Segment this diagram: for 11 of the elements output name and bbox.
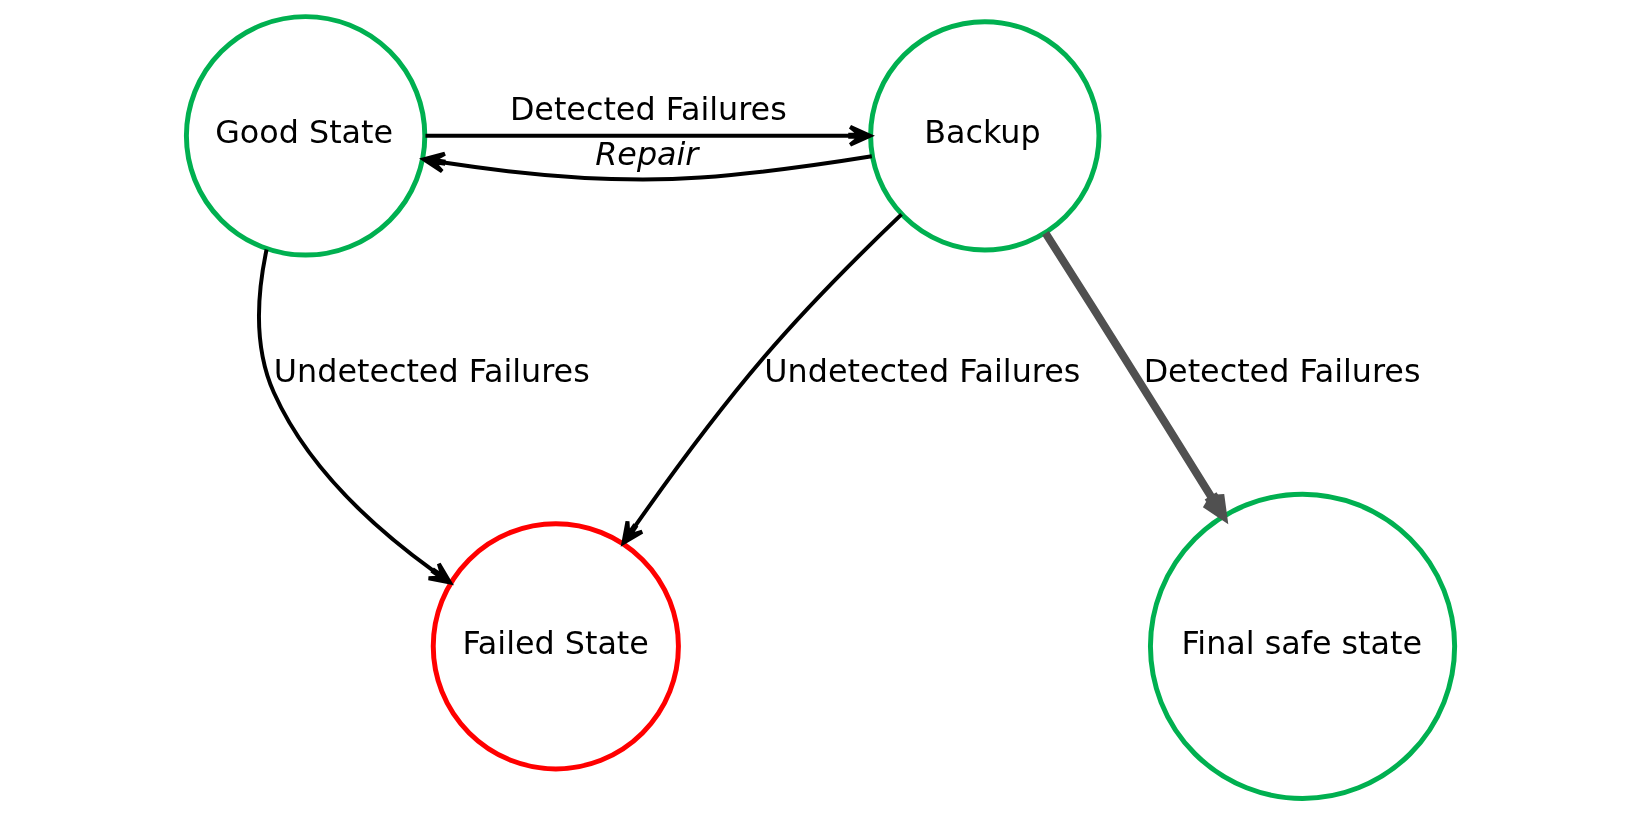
arrow bbox=[421, 151, 872, 182]
edge-label: Detected Failures bbox=[509, 90, 787, 127]
node-circle: Good State bbox=[183, 14, 427, 258]
arrow bbox=[256, 249, 452, 585]
edge-label: Detected Failures bbox=[1143, 353, 1420, 390]
arrow bbox=[620, 212, 903, 545]
arrow bbox=[425, 124, 872, 147]
edge-label: Undetected Failures bbox=[273, 353, 590, 390]
edge-label: Repair bbox=[594, 136, 698, 173]
node-circle: Backup bbox=[867, 19, 1101, 253]
edge-label: Undetected Failures bbox=[763, 353, 1080, 390]
